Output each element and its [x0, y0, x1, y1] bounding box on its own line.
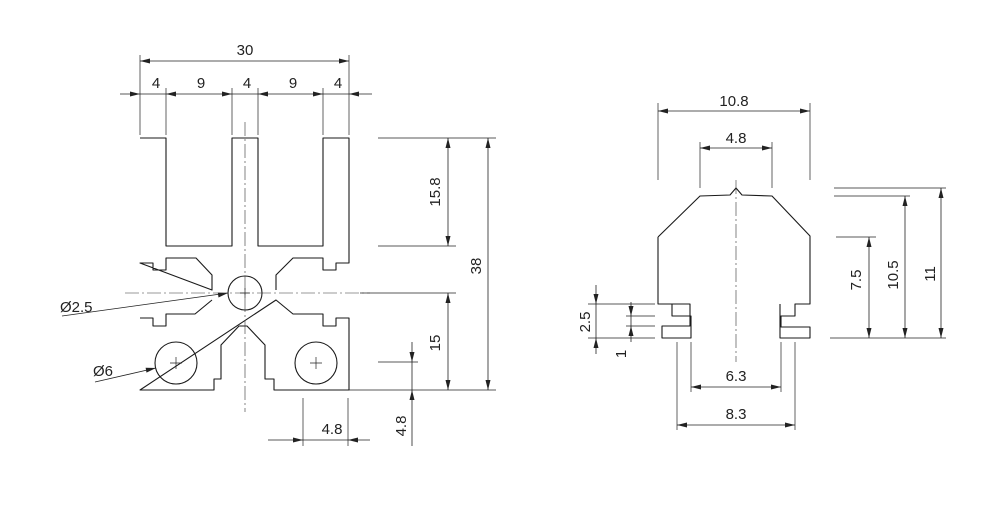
dim-seg-2: 9: [197, 75, 205, 92]
dim-top-flat: 4.8: [726, 130, 747, 147]
front-view: 30 4 9 4 9 4 15.8 38 15 4.8: [60, 42, 496, 446]
side-view: 10.8 4.8 7.5 10.5 11 2.5 1: [577, 93, 946, 430]
dim-overall-height: 38: [468, 258, 485, 275]
dim-inner-width: 6.3: [726, 368, 747, 385]
dim-h-10-5: 10.5: [885, 260, 902, 289]
dim-bottom-offset: 4.8: [393, 416, 410, 437]
dim-h-11: 11: [922, 266, 939, 282]
dim-slot-depth: 15.8: [427, 177, 444, 206]
side-hole-right: [294, 341, 338, 385]
dim-h-7-5: 7.5: [848, 270, 865, 291]
dim-lip-1: 1: [613, 350, 630, 358]
leader-side-hole: [94, 367, 157, 383]
dim-lip-2-5: 2.5: [577, 312, 594, 333]
side-left-extension-lines: [588, 303, 655, 339]
dim-outer-width: 8.3: [726, 406, 747, 423]
side-right-extension-lines: [830, 187, 946, 339]
dim-seg-4: 9: [289, 75, 297, 92]
dim-top-width: 10.8: [719, 93, 748, 110]
front-top-extension-lines: [139, 55, 350, 135]
front-right-extension-lines: [349, 137, 496, 391]
dim-lower-height: 15: [427, 335, 444, 352]
front-profile-upper: [139, 137, 350, 291]
right-hole-center-mark: [310, 357, 322, 369]
dim-seg-5: 4: [334, 75, 342, 92]
side-profile: [657, 187, 811, 339]
left-hole-center-mark: [170, 357, 182, 369]
dim-bottom-width: 4.8: [322, 421, 343, 438]
leader-center-hole: [61, 292, 229, 317]
dim-side-hole: Ø6: [93, 363, 113, 380]
dim-overall-width: 30: [237, 42, 254, 59]
bottom-width-extension-lines: [302, 398, 349, 446]
dim-seg-1: 4: [152, 75, 160, 92]
dim-seg-3: 4: [243, 75, 251, 92]
side-bottom-extension-lines: [676, 342, 796, 430]
front-profile-lower: [139, 299, 350, 391]
side-top-extension-lines: [657, 103, 811, 188]
side-hole-left: [154, 341, 198, 385]
dim-center-hole: Ø2.5: [60, 299, 93, 316]
